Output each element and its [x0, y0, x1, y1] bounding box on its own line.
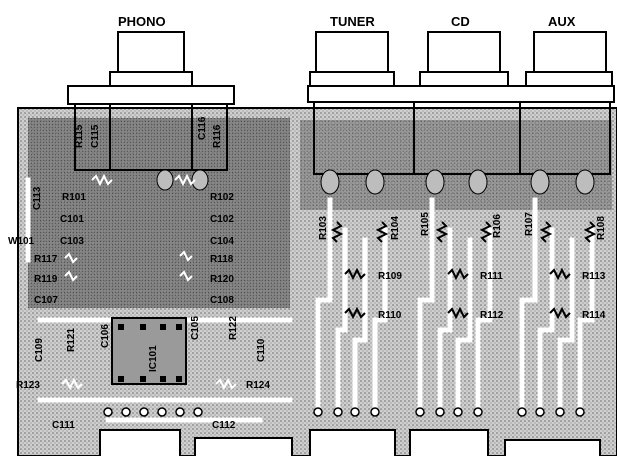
label-r107: R107	[524, 212, 535, 236]
label-c105: C105	[190, 316, 201, 340]
label-c109: C109	[34, 338, 45, 362]
label-c106: C106	[100, 324, 111, 348]
label-c102: C102	[210, 214, 234, 225]
label-c110: C110	[256, 338, 267, 362]
label-r116: R116	[212, 124, 223, 148]
label-r123: R123	[16, 380, 40, 391]
label-r108: R108	[596, 216, 607, 240]
label-r111: R111	[480, 271, 503, 282]
label-r124: R124	[246, 380, 270, 391]
label-r106: R106	[492, 214, 503, 238]
label-r119: R119	[34, 274, 58, 285]
jack-label-tuner: TUNER	[330, 14, 375, 29]
label-r110: R110	[378, 310, 402, 321]
label-c113: C113	[32, 186, 43, 210]
label-c107: C107	[34, 295, 58, 306]
resistor-symbols	[61, 173, 237, 391]
label-r121: R121	[66, 328, 77, 352]
label-c111: C111	[52, 420, 75, 431]
label-c103: C103	[60, 236, 84, 247]
ic101-chip	[111, 317, 187, 385]
label-r113: R113	[582, 271, 606, 282]
label-c108: C108	[210, 295, 234, 306]
jack-label-cd: CD	[451, 14, 470, 29]
label-r112: R112	[480, 310, 504, 321]
label-r115: R115	[74, 124, 85, 148]
solder-pads	[103, 407, 585, 417]
label-c101: C101	[60, 214, 84, 225]
label-c112: C112	[212, 420, 236, 431]
label-w101: W101	[8, 236, 35, 247]
label-ic101: IC101	[148, 345, 159, 372]
label-c104: C104	[210, 236, 234, 247]
label-r117: R117	[34, 254, 58, 265]
pcb-traces	[25, 177, 595, 423]
label-r109: R109	[378, 271, 402, 282]
component-labels: R115 C115 C116 R116 C113 R101 R102 C101 …	[8, 116, 607, 431]
label-r118: R118	[210, 254, 234, 265]
label-c115: C115	[90, 124, 101, 148]
label-r122: R122	[228, 316, 239, 340]
label-r104: R104	[390, 216, 401, 240]
pcb-rings	[156, 169, 595, 195]
phono-jack	[67, 31, 235, 171]
jack-label-phono: PHONO	[118, 14, 166, 29]
label-r102: R102	[210, 192, 234, 203]
label-r101: R101	[62, 192, 86, 203]
label-r114: R114	[582, 310, 606, 321]
jack-label-aux: AUX	[548, 14, 576, 29]
label-c116: C116	[197, 116, 208, 140]
label-r103: R103	[318, 216, 329, 240]
resistor-symbols-dark	[330, 221, 597, 320]
label-r105: R105	[420, 212, 431, 236]
line-input-jacks	[307, 31, 615, 175]
label-r120: R120	[210, 274, 234, 285]
